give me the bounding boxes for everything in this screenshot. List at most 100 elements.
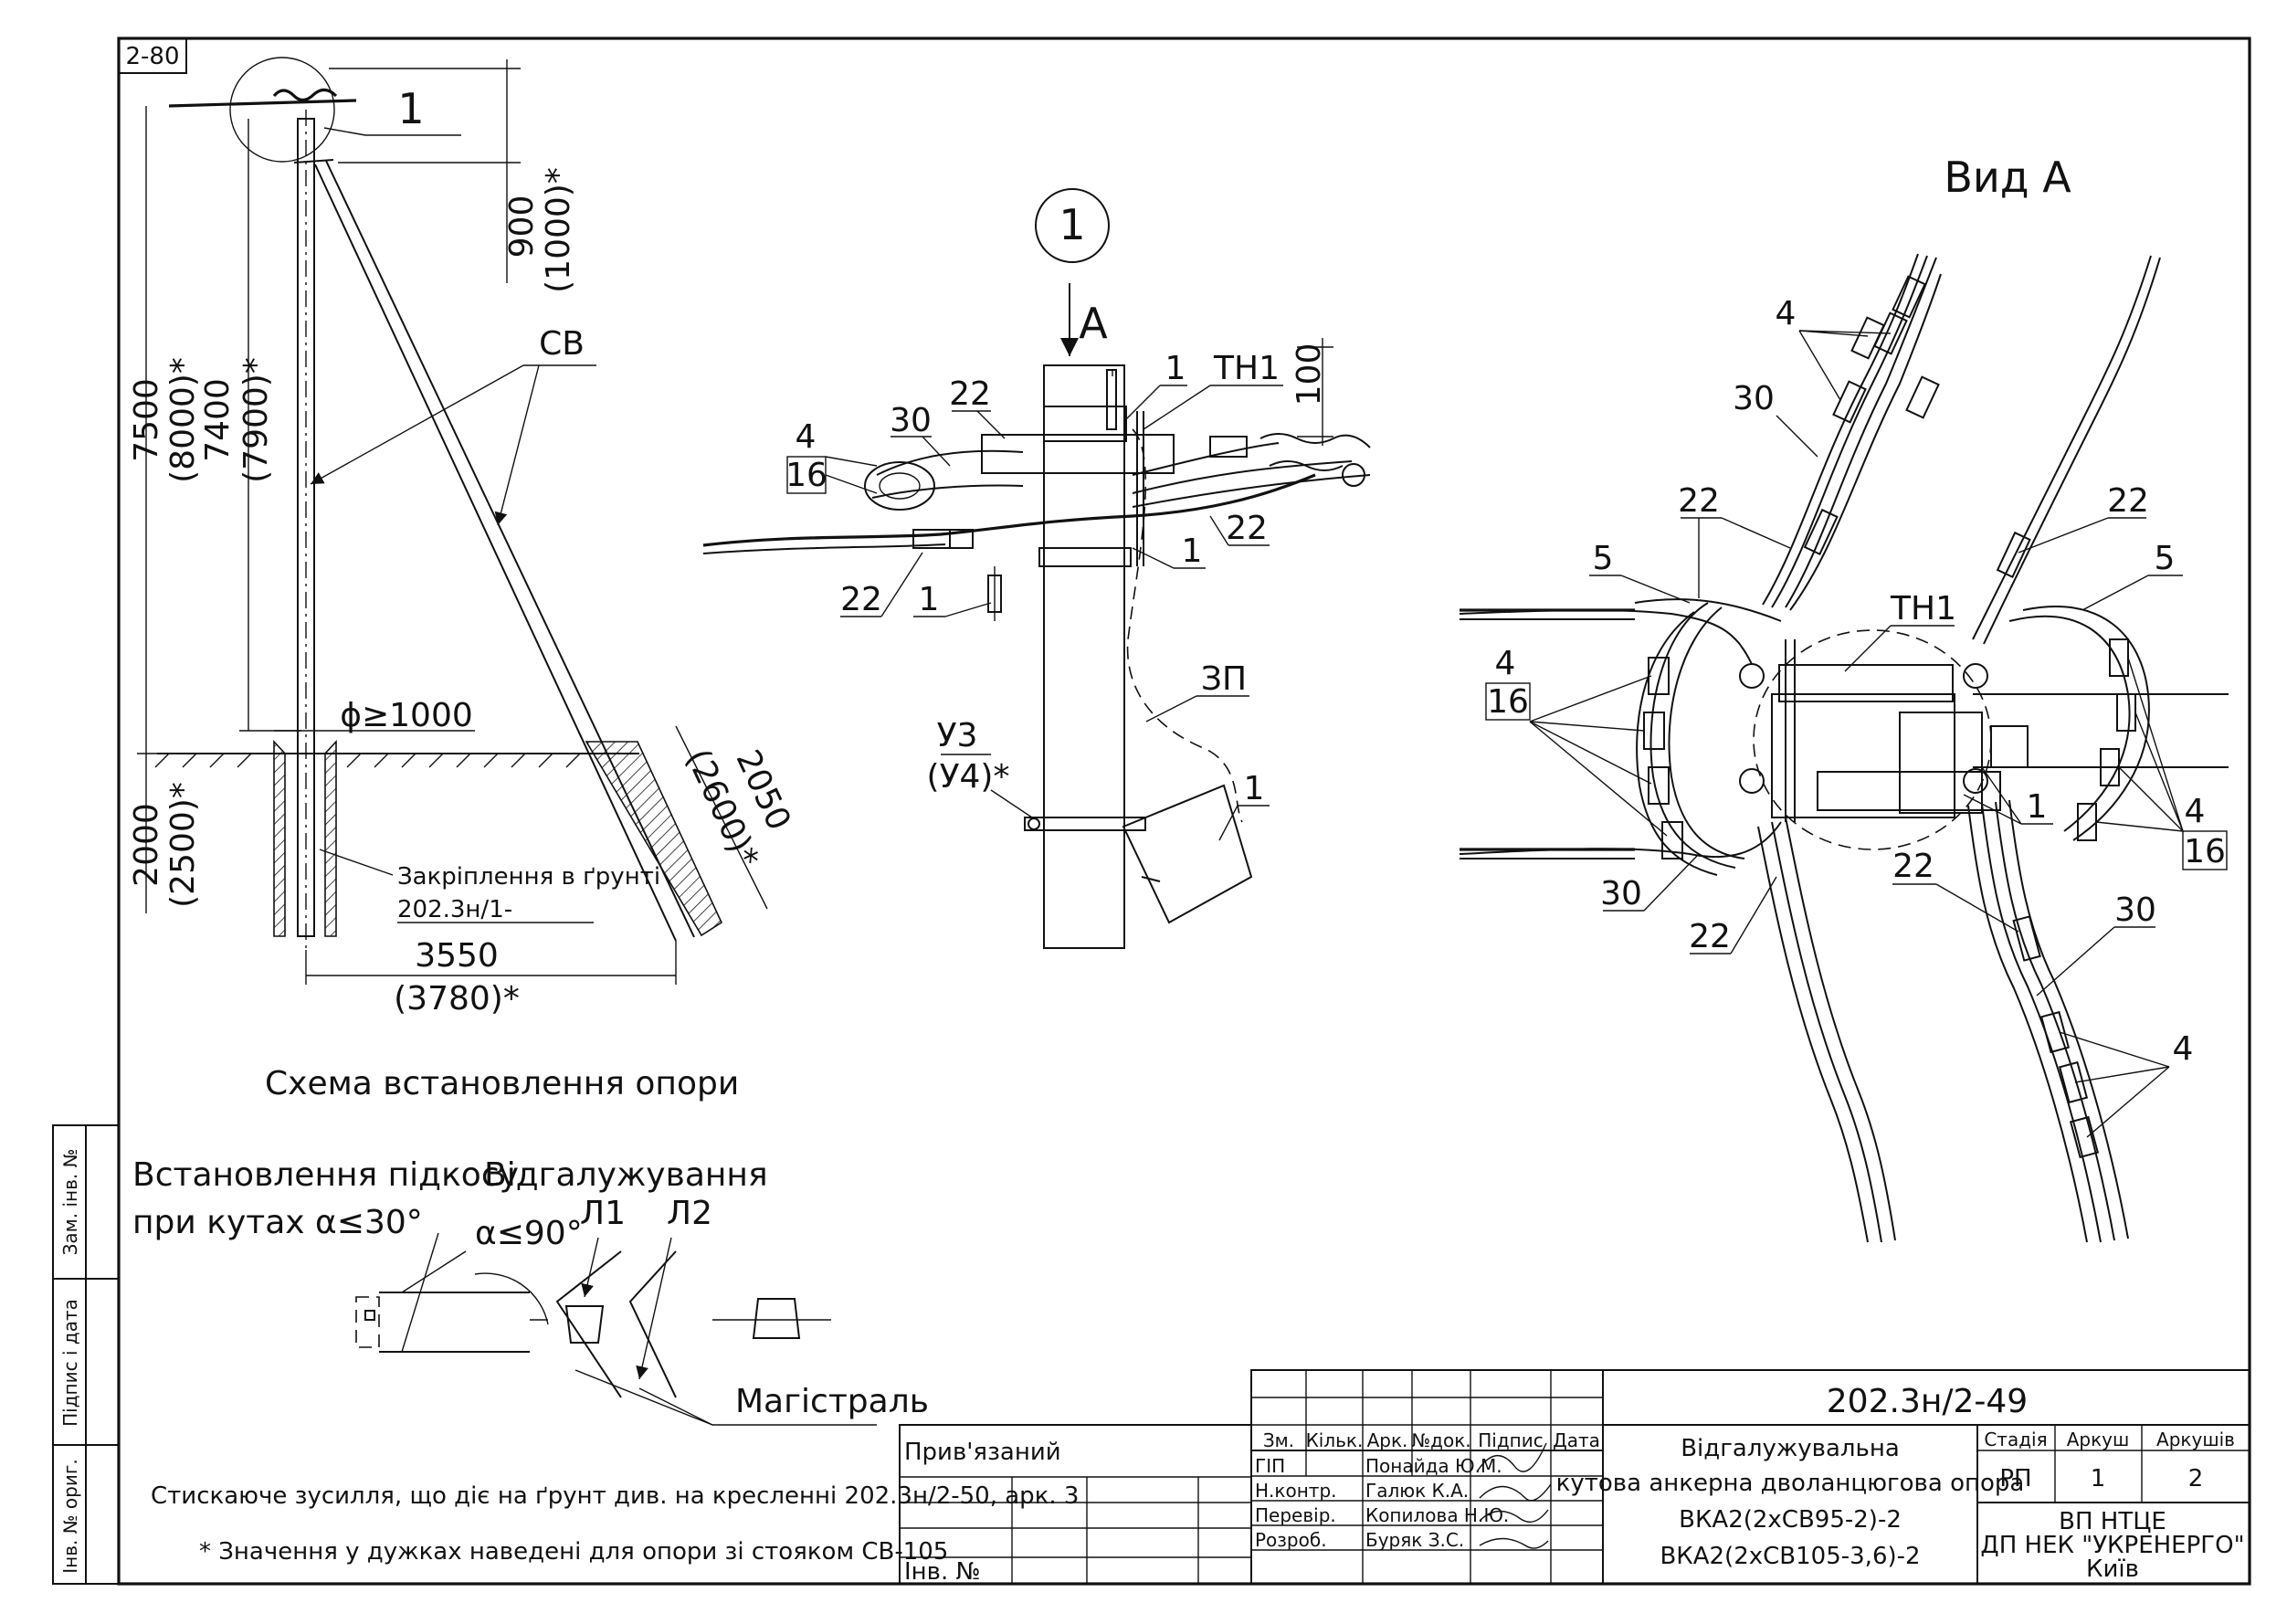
ground-fixing-label: Закріплення в ґрунті <box>397 863 660 891</box>
support-installation-scheme: 1 900 (1000)* 7500 (8000)* 7400 (7900)* … <box>128 57 797 1102</box>
bound-label: Прив'язаний <box>904 1439 1061 1466</box>
hdr-kilk: Кільк. <box>1306 1429 1364 1451</box>
org-line-1: ВП НТЦЕ <box>2059 1508 2166 1535</box>
view-a-title: Вид А <box>1944 153 2071 202</box>
org-line-2: ДП НЕК "УКРЕНЕРГО" <box>1980 1532 2244 1559</box>
hdr-pidpys: Підпис <box>1478 1429 1544 1451</box>
viewa-label-22a: 22 <box>1678 482 1720 520</box>
view-arrow-letter: А <box>1079 299 1108 348</box>
viewa-label-16c: 16 <box>2184 833 2226 870</box>
title-line-2: кутова анкерна дволанцюгова опора <box>1556 1470 2025 1497</box>
height-7400: 7400 <box>199 378 237 462</box>
ground-fixing-ref: 202.3н/1- <box>397 896 512 923</box>
height-7400-alt: (7900)* <box>237 357 275 483</box>
hole-diameter: ϕ≥1000 <box>340 697 473 734</box>
node-dim-100: 100 <box>1291 343 1328 406</box>
org-line-3: Київ <box>2086 1555 2139 1583</box>
node-label-4: 4 <box>796 418 817 456</box>
branching-angle: α≤90° <box>475 1215 583 1252</box>
name-2: Галюк К.А. <box>1365 1480 1469 1502</box>
viewa-label-4c: 4 <box>2185 793 2206 830</box>
viewa-label-22b: 22 <box>2107 482 2149 520</box>
left-margin-stamp: Інв. № ориг. Підпис і дата Зам. інв. № <box>52 1124 120 1585</box>
hdr-zm: Зм. <box>1263 1429 1294 1451</box>
hdr-ndok: №док. <box>1411 1429 1470 1451</box>
title-line-3: ВКА2(2хСВ95-2)-2 <box>1679 1506 1902 1534</box>
viewa-label-4a: 4 <box>1776 295 1797 332</box>
sheets-label: Аркушів <box>2156 1429 2235 1450</box>
node-label-22a: 22 <box>949 375 991 413</box>
strut-install-title-1: Встановлення підкосу <box>132 1156 519 1194</box>
viewa-label-30b: 30 <box>1600 875 1642 912</box>
node-label-22c: 22 <box>840 581 882 618</box>
sheets-value: 2 <box>2188 1465 2204 1492</box>
signature-scribble <box>1477 1442 1552 1549</box>
name-1: Понайда Ю.М. <box>1365 1455 1502 1477</box>
viewa-label-4b: 4 <box>1495 645 1516 682</box>
role-rozrob: Розроб. <box>1255 1529 1327 1551</box>
node-label-1c: 1 <box>919 581 940 618</box>
name-4: Буряк З.С. <box>1365 1529 1464 1551</box>
sheet-label: Аркуш <box>2067 1429 2130 1450</box>
strut-install-title-2: при кутах α≤30° <box>132 1204 423 1241</box>
role-ncontr: Н.контр. <box>1255 1480 1337 1502</box>
scheme-callout-number: 1 <box>397 84 424 133</box>
viewa-label-30c: 30 <box>2114 891 2156 929</box>
hdr-ark: Арк. <box>1367 1429 1408 1451</box>
viewa-label-1: 1 <box>2027 788 2048 826</box>
sheet-code: 2-80 <box>125 43 179 70</box>
depth-2000: 2000 <box>128 803 165 887</box>
node-label-zp: ЗП <box>1201 660 1247 698</box>
viewa-label-4d: 4 <box>2173 1030 2194 1068</box>
stage-value: РП <box>1999 1465 2031 1492</box>
note-compression: Стискаюче зусилля, що діє на ґрунт див. … <box>151 1482 1079 1510</box>
margin-replace-inv: Зам. інв. № <box>59 1149 81 1256</box>
height-7500-alt: (8000)* <box>164 357 202 483</box>
viewa-label-22c: 22 <box>1689 918 1731 955</box>
node-label-tn1: ТН1 <box>1213 350 1280 387</box>
node-label-1d: 1 <box>1244 770 1265 807</box>
scheme-caption: Схема встановлення опори <box>265 1065 739 1102</box>
name-3: Копилова Н.Ю. <box>1365 1504 1509 1526</box>
node-label-22b: 22 <box>1226 510 1268 547</box>
doc-code: 202.3н/2-49 <box>1827 1383 2028 1420</box>
stage-label: Стадія <box>1984 1429 2047 1450</box>
node-label-1a: 1 <box>1165 350 1186 387</box>
title-line-4: ВКА2(2хСВ105-3,6)-2 <box>1660 1543 1920 1570</box>
title-line-1: Відгалужувальна <box>1681 1435 1900 1462</box>
branch-line-2: Л2 <box>667 1195 712 1232</box>
margin-inv-orig: Інв. № ориг. <box>59 1459 81 1573</box>
node-label-1b: 1 <box>1182 533 1203 570</box>
dim-900-alt: (1000)* <box>540 167 577 293</box>
strut-label-cb: СВ <box>539 325 585 363</box>
node-1-view: 1 А <box>702 188 1371 949</box>
node-number: 1 <box>1059 200 1085 249</box>
node-label-u3: У3 <box>937 717 978 754</box>
role-perevir: Перевір. <box>1255 1504 1336 1526</box>
height-7500: 7500 <box>128 378 165 462</box>
viewa-label-22d: 22 <box>1892 848 1934 885</box>
viewa-label-tn1: ТН1 <box>1890 590 1956 627</box>
branching-title: Відгалужування <box>484 1156 768 1194</box>
viewa-label-5a: 5 <box>1593 540 1614 577</box>
node-label-30: 30 <box>890 402 932 439</box>
dim-900: 900 <box>503 195 541 258</box>
title-block: Прив'язаний Інв. № Зм. Кільк. Арк. №док.… <box>899 1369 2250 1586</box>
hdr-data: Дата <box>1553 1429 1600 1451</box>
view-a: Вид А <box>1459 153 2229 1243</box>
base-3550-alt: (3780)* <box>394 980 520 1018</box>
base-3550: 3550 <box>415 937 499 975</box>
branch-line-1: Л1 <box>580 1195 626 1232</box>
strut-branching-scheme: Встановлення підкосу при кутах α≤30° Від… <box>132 1156 929 1426</box>
trunk-label: Магістраль <box>735 1383 929 1420</box>
inv-label: Інв. № <box>904 1558 981 1586</box>
sheet-value: 1 <box>2091 1465 2106 1492</box>
note-brackets: * Значення у дужках наведені для опори з… <box>199 1538 948 1566</box>
depth-2000-alt: (2500)* <box>164 782 202 908</box>
role-gip: ГІП <box>1255 1455 1285 1477</box>
node-label-16: 16 <box>785 457 827 494</box>
viewa-label-30a: 30 <box>1733 380 1775 417</box>
margin-sign-date: Підпис і дата <box>59 1299 81 1427</box>
node-label-u4: (У4)* <box>927 758 1010 796</box>
